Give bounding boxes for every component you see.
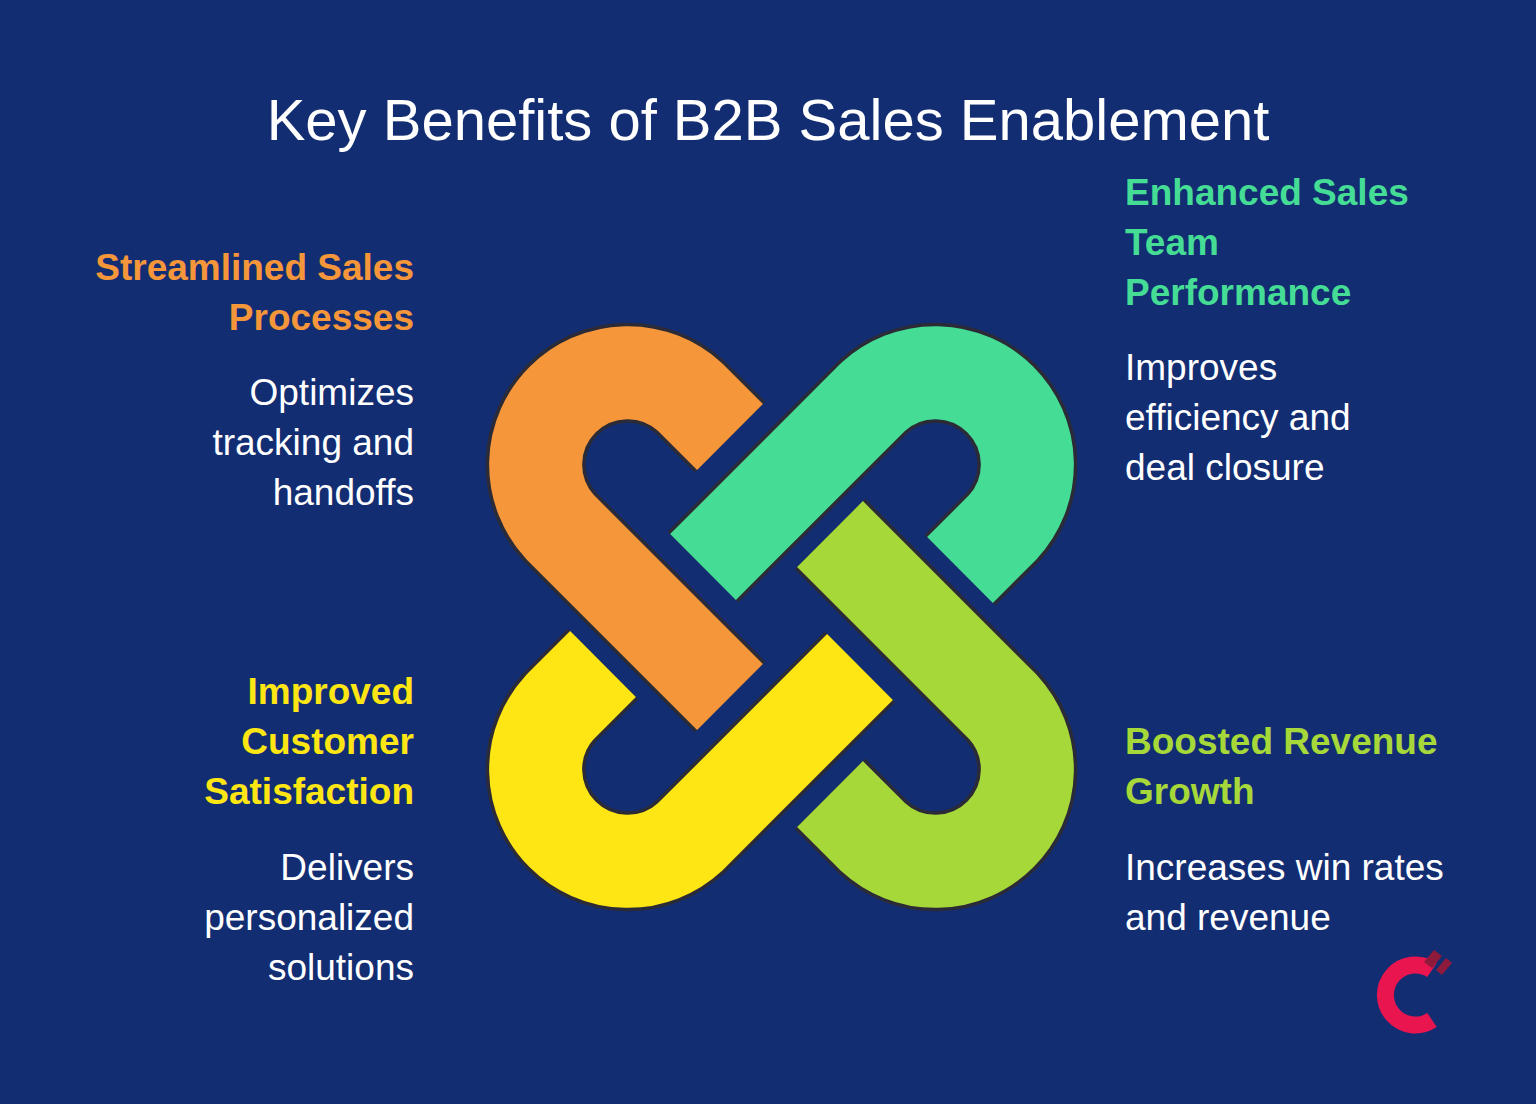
benefit-description: Improves efficiency and deal closure	[1125, 343, 1395, 493]
benefit-description: Delivers personalized solutions	[164, 843, 414, 993]
benefit-description: Optimizes tracking and handoffs	[164, 368, 414, 518]
brand-logo	[1385, 950, 1452, 1025]
benefit-heading: Streamlined Sales Processes	[54, 243, 414, 343]
benefit-description: Increases win rates and revenue	[1125, 843, 1457, 943]
lime-link	[830, 534, 1027, 861]
benefit-heading: Improved Customer Satisfaction	[164, 667, 414, 817]
benefit-heading: Enhanced Sales Team Performance	[1125, 168, 1430, 318]
diagram-title: Key Benefits of B2B Sales Enablement	[0, 85, 1536, 155]
benefit-heading: Boosted Revenue Growth	[1125, 717, 1470, 817]
